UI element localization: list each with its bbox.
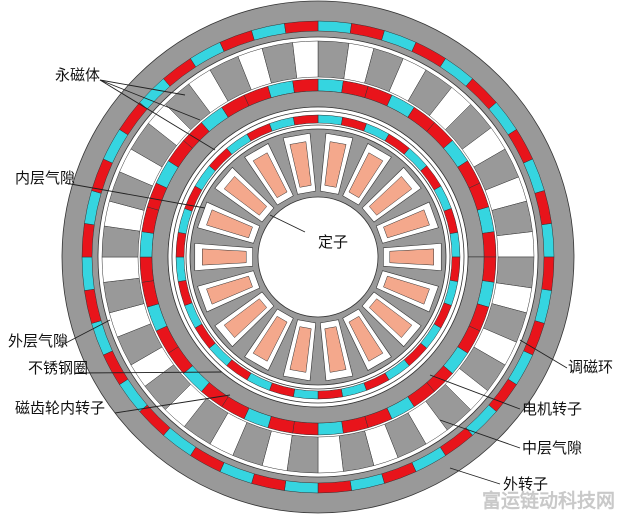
label-stainless-ring: 不锈钢圈 — [28, 359, 88, 377]
label-middle-air-gap: 中层气隙 — [522, 439, 582, 457]
stator-coil — [368, 298, 413, 338]
label-gear-inner-rotor: 磁齿轮内转子 — [15, 399, 105, 417]
stator-bore — [257, 196, 379, 318]
stator-coil — [206, 275, 253, 305]
gear-inner-rotor-magnet — [482, 256, 497, 283]
stator-coil — [202, 248, 247, 266]
gear-inner-rotor-magnet — [482, 231, 497, 258]
modulation-ring-slot — [292, 40, 319, 79]
leader-line — [439, 419, 521, 449]
leader-line — [449, 467, 501, 485]
modulation-ring-segment — [317, 40, 350, 80]
gear-inner-rotor-magnet — [317, 78, 344, 93]
label-modulation-ring: 调磁环 — [568, 358, 613, 376]
gear-inner-rotor-magnet — [317, 421, 344, 436]
leader-lines — [59, 79, 568, 485]
stator-coil — [289, 141, 312, 188]
label-outer-rotor: 外转子 — [503, 475, 548, 493]
modulation-ring-slot — [496, 231, 535, 258]
leader-line — [114, 394, 231, 414]
stator-coil — [252, 315, 288, 362]
stator-coil — [289, 326, 312, 373]
gear-inner-rotor-magnet — [139, 231, 154, 258]
stator-coil — [383, 209, 430, 239]
label-stator: 定子 — [318, 233, 348, 251]
leader-line — [429, 374, 521, 410]
leader-line — [99, 79, 201, 121]
motor-rotor-magnet — [293, 114, 319, 126]
label-outer-air-gap: 外层气隙 — [8, 332, 68, 350]
label-motor-rotor: 电机转子 — [522, 400, 582, 418]
modulation-ring-slot — [101, 256, 140, 283]
stator-coil — [223, 298, 268, 338]
gear-inner-rotor-magnet — [139, 256, 154, 283]
stator-coil — [348, 152, 384, 199]
modulation-ring-segment — [286, 434, 319, 474]
leader-line — [99, 79, 186, 96]
stator-coil — [206, 209, 253, 239]
stator-coil — [383, 275, 430, 305]
label-inner-air-gap: 内层气隙 — [15, 169, 75, 187]
leader-line — [519, 339, 568, 369]
stator-coil — [368, 176, 413, 216]
stator-coil — [389, 248, 434, 266]
leader-line — [59, 319, 111, 347]
leader-line — [64, 182, 206, 209]
gear-inner-rotor-magnet — [292, 421, 319, 436]
modulation-ring-slot — [317, 435, 344, 474]
label-permanent-magnet: 永磁体 — [55, 66, 100, 84]
stator-coil — [223, 176, 268, 216]
leader-line — [99, 79, 216, 151]
stator-coil — [324, 326, 347, 373]
stator-coil — [252, 152, 288, 199]
leader-line — [74, 371, 223, 374]
modulation-ring-segment — [101, 225, 141, 258]
stator-coil — [324, 141, 347, 188]
gear-inner-rotor-magnet — [292, 78, 319, 93]
outer-rotor-magnet — [284, 20, 319, 34]
watermark-text: 富运链动科技网 — [482, 489, 615, 512]
leader-line — [269, 214, 306, 233]
modulation-ring-segment — [495, 256, 535, 289]
stator-coil — [348, 315, 384, 362]
machine-cross-section — [61, 0, 575, 514]
